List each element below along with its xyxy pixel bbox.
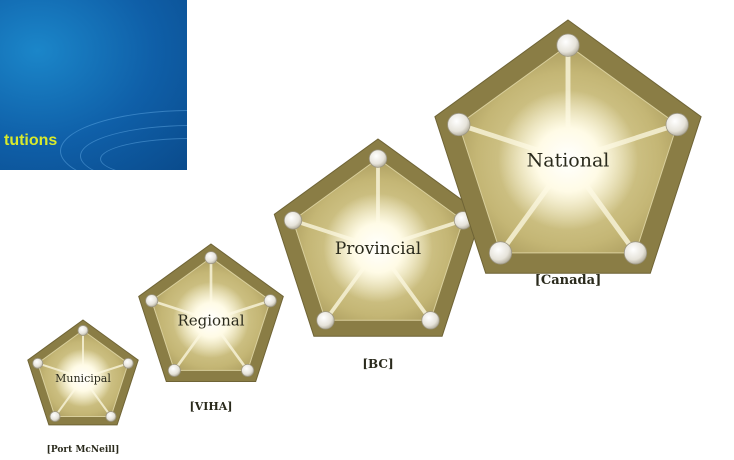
center-glow <box>173 282 249 358</box>
vertex-node <box>241 363 255 377</box>
vertex-node <box>368 149 388 168</box>
level-label-municipal: Municipal <box>55 372 111 385</box>
place-label-municipal: [Port McNeill] <box>47 445 120 455</box>
vertex-node <box>623 241 648 265</box>
vertex-node <box>49 411 61 422</box>
title-banner: tutions <box>0 0 187 170</box>
vertex-node <box>77 325 89 336</box>
vertex-node <box>421 311 440 330</box>
pentagon-regional: Regional [VIHA] <box>138 243 284 413</box>
vertex-node <box>283 211 303 230</box>
vertex-node <box>204 251 218 265</box>
center-glow <box>54 349 112 407</box>
center-glow <box>323 193 433 303</box>
level-label-regional: Regional <box>177 311 244 329</box>
level-label-provincial: Provincial <box>335 239 421 259</box>
vertex-node <box>167 363 181 377</box>
vertex-node <box>145 294 159 308</box>
pentagon-national: National [Canada] <box>434 19 702 288</box>
vertex-node <box>665 112 689 137</box>
banner-title: tutions <box>4 132 58 149</box>
vertex-node <box>263 294 277 308</box>
level-label-national: National <box>527 150 610 172</box>
place-label-national: [Canada] <box>535 273 601 288</box>
vertex-node <box>556 33 580 57</box>
pentagon-municipal: Municipal [Port McNeill] <box>27 319 139 455</box>
vertex-node <box>122 357 134 369</box>
vertex-node <box>488 241 513 265</box>
vertex-node <box>447 112 471 137</box>
vertex-node <box>316 311 335 330</box>
place-label-regional: [VIHA] <box>189 400 232 413</box>
place-label-provincial: [BC] <box>362 357 393 371</box>
vertex-node <box>32 357 44 369</box>
center-glow <box>498 90 638 230</box>
vertex-node <box>105 411 117 422</box>
pentagon-provincial: Provincial [BC] <box>273 138 483 371</box>
